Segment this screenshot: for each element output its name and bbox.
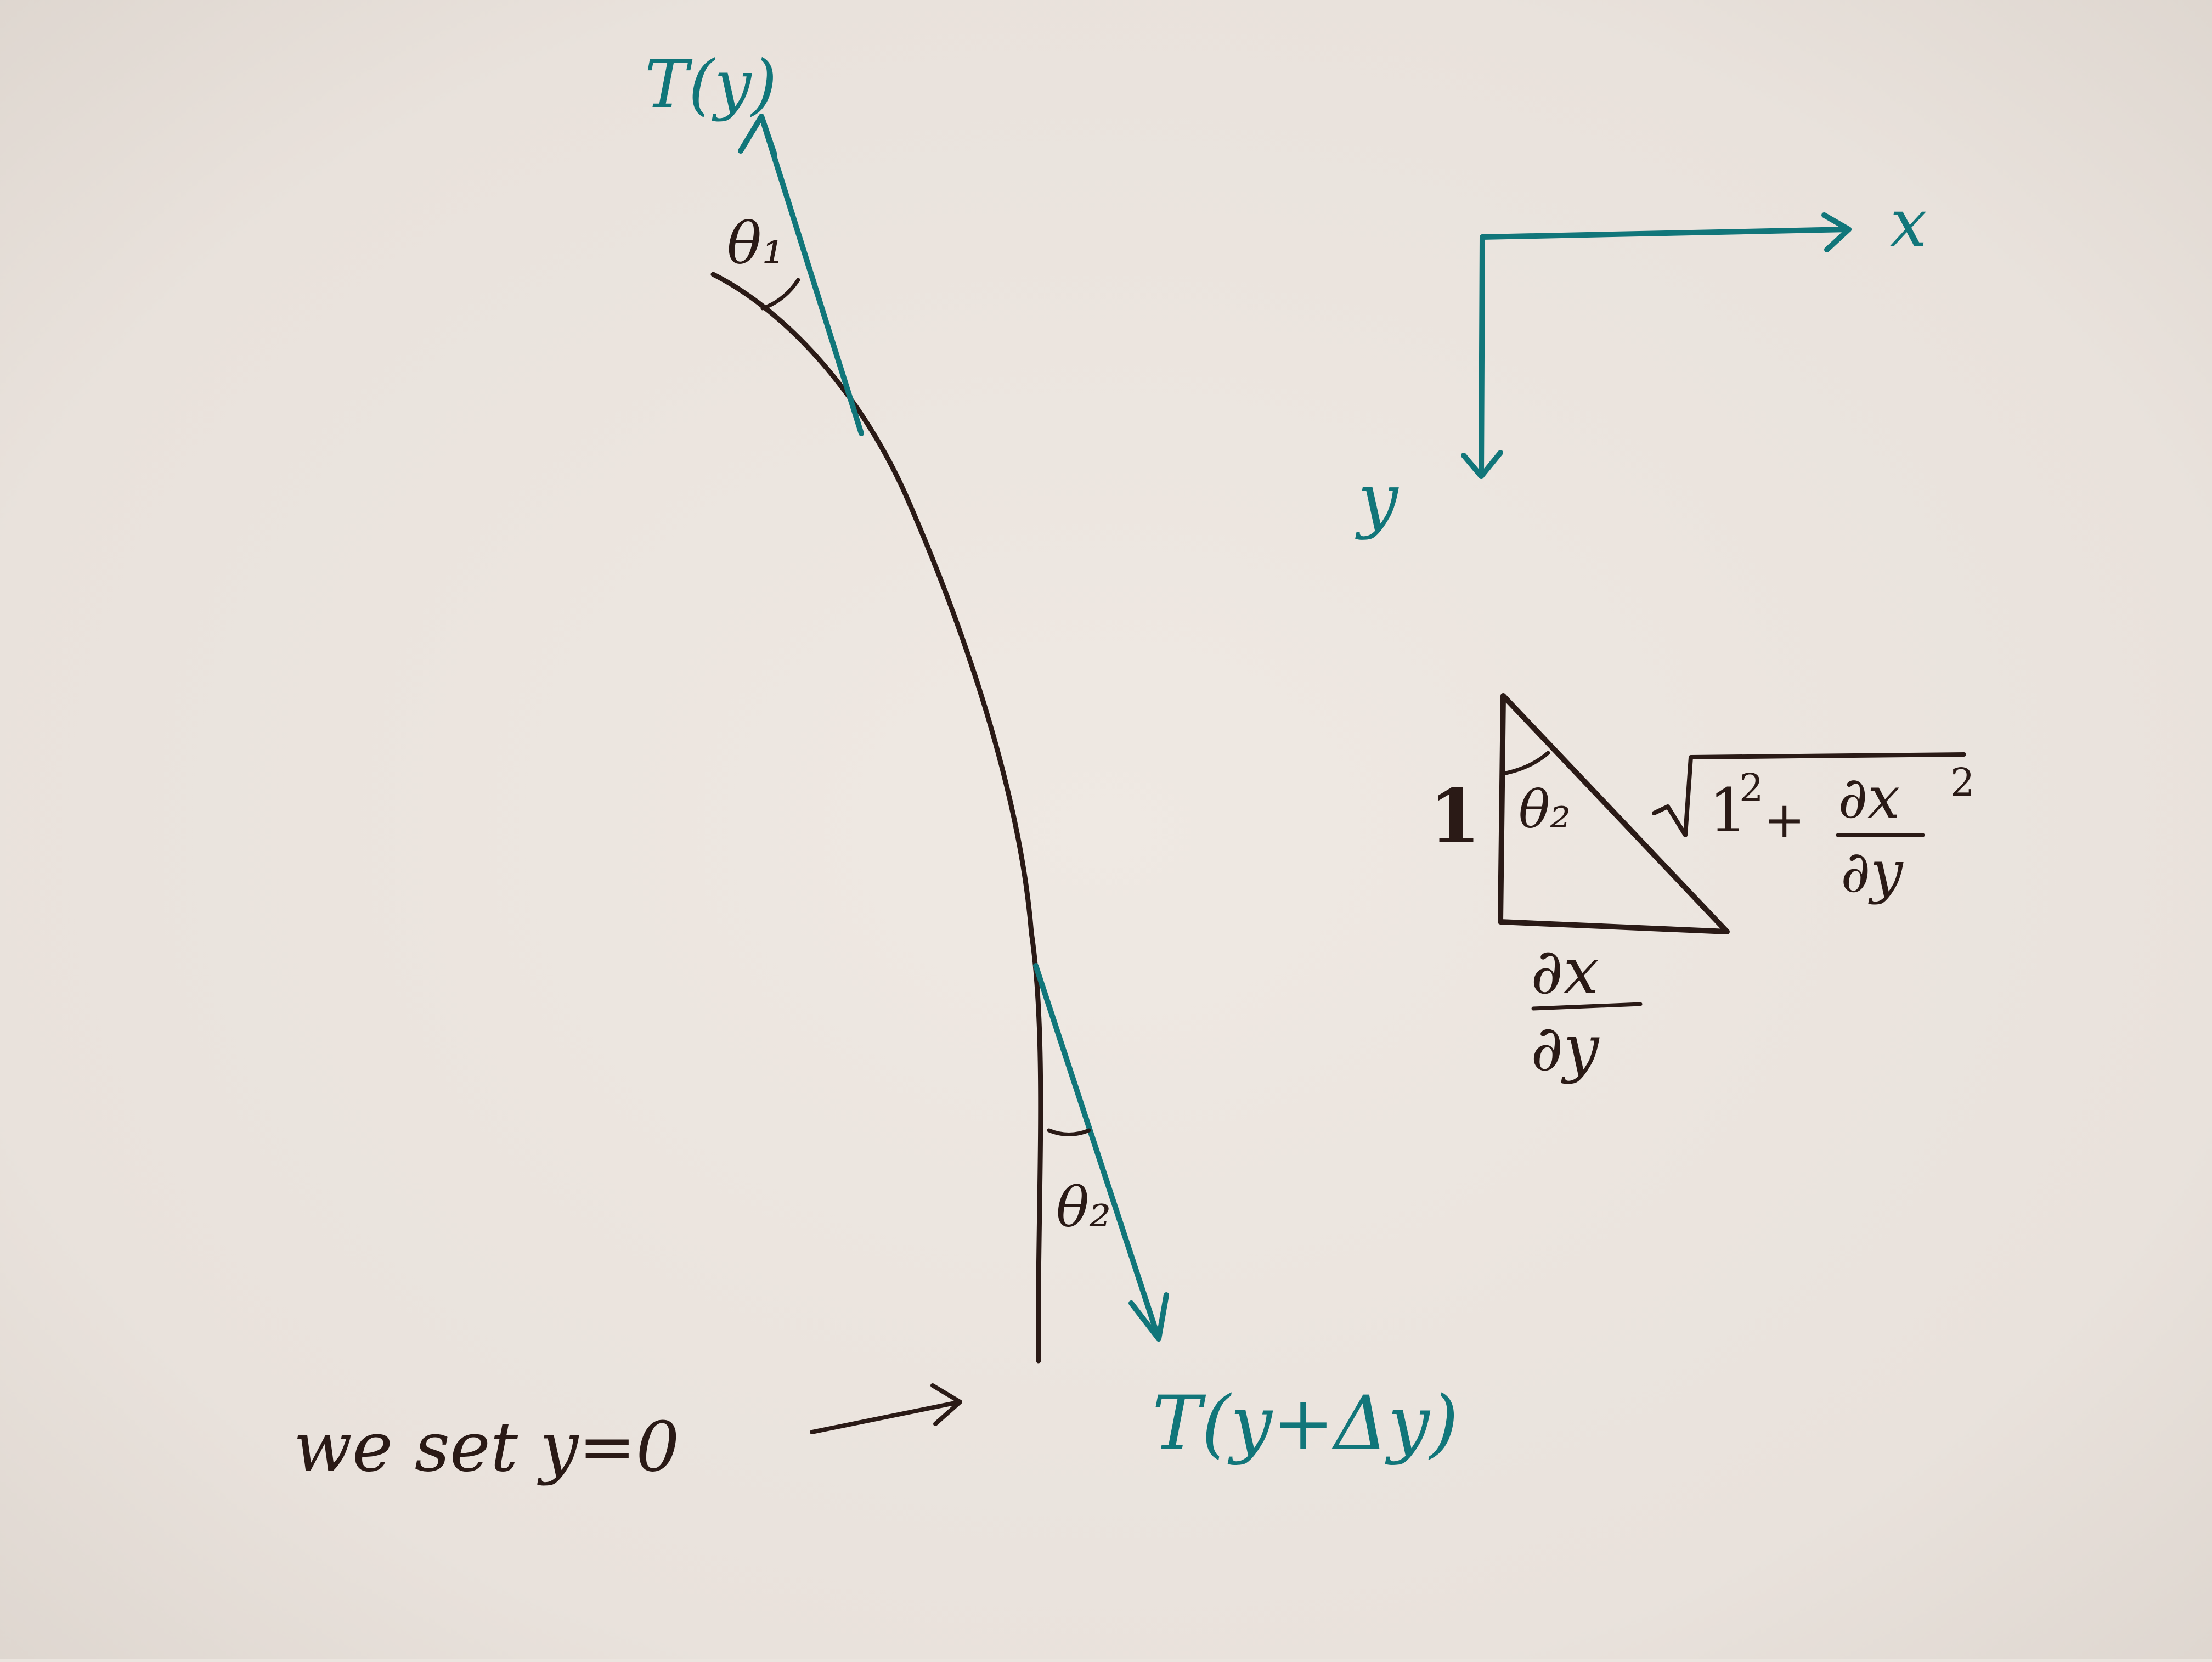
note-text: we set y=0 bbox=[294, 1407, 680, 1487]
string-curve bbox=[710, 272, 1043, 1364]
tension-arrow-bottom bbox=[1033, 963, 1169, 1342]
triangle-bottom-denominator: ∂y bbox=[1531, 1012, 1600, 1085]
coordinate-axes bbox=[1461, 212, 1852, 479]
arrowhead-down-icon bbox=[1128, 1292, 1169, 1342]
axis-x-label: x bbox=[1890, 185, 1927, 262]
tension-bottom-label: T(y+Δy) bbox=[1152, 1380, 1459, 1466]
hyp-plus: + bbox=[1764, 791, 1805, 849]
arrowhead-up-icon bbox=[738, 114, 777, 157]
hyp-fraction-denominator: ∂y bbox=[1841, 838, 1904, 905]
right-triangle bbox=[1498, 693, 1730, 934]
theta-2-arc bbox=[1047, 1128, 1091, 1136]
hyp-one-exponent: 2 bbox=[1739, 765, 1764, 810]
hyp-one: 1 bbox=[1709, 775, 1747, 846]
triangle-theta-arc bbox=[1501, 751, 1550, 776]
hyp-fraction-numerator: ∂x bbox=[1838, 764, 1900, 831]
tension-arrow-top bbox=[738, 114, 864, 436]
hyp-outer-exponent: 2 bbox=[1950, 760, 1975, 805]
theta-1-label: θ₁ bbox=[727, 210, 785, 277]
x-arrowhead-icon bbox=[1821, 212, 1852, 252]
note-arrow-icon bbox=[810, 1383, 962, 1434]
y-arrowhead-icon bbox=[1461, 450, 1503, 479]
triangle-bottom-fraction-bar bbox=[1531, 1002, 1643, 1011]
triangle-side-vertical-label: 1 bbox=[1429, 773, 1481, 860]
triangle-bottom-numerator: ∂x bbox=[1531, 935, 1599, 1009]
triangle-theta-label: θ₂ bbox=[1519, 780, 1571, 840]
theta-2-label: θ₂ bbox=[1056, 1175, 1111, 1240]
sqrt-radical-icon bbox=[1652, 752, 1966, 837]
tension-top-label: T(y) bbox=[645, 47, 777, 123]
axis-y-label: y bbox=[1355, 458, 1399, 541]
theta-1-arc bbox=[760, 278, 800, 311]
